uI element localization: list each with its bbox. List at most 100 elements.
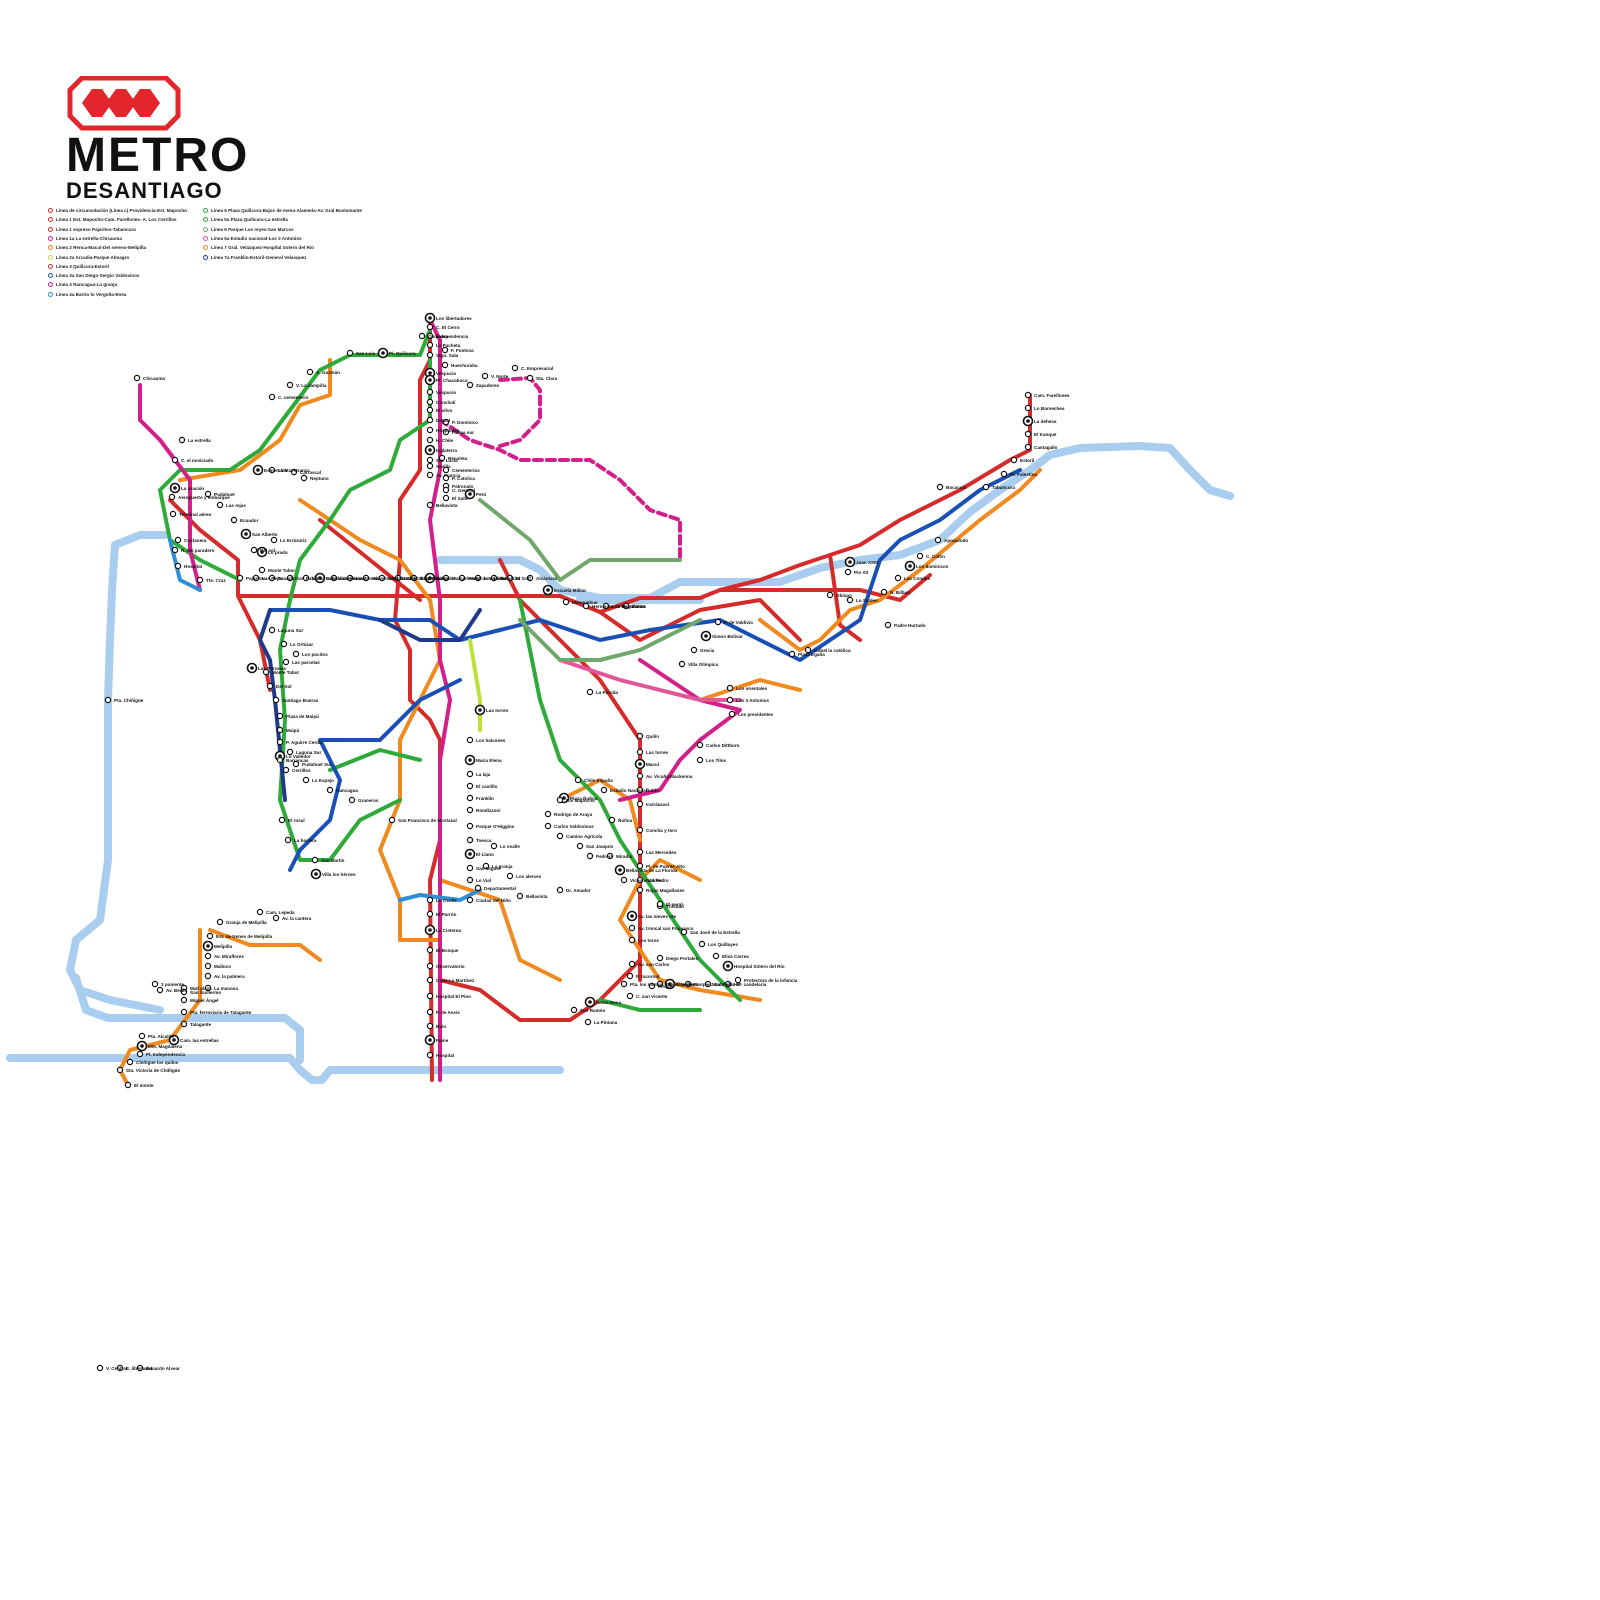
station-marker[interactable] [1001,471,1006,476]
station-marker[interactable] [267,683,272,688]
station-marker[interactable] [1025,405,1030,410]
station-marker[interactable] [134,375,139,380]
station-marker[interactable] [1025,444,1030,449]
station-marker[interactable] [152,981,157,986]
station-marker[interactable] [427,427,432,432]
station-marker[interactable] [347,350,352,355]
station-marker[interactable] [935,537,940,542]
station-marker[interactable] [172,457,177,462]
station-marker[interactable] [419,333,424,338]
station-marker[interactable] [467,897,472,902]
station-marker[interactable] [205,963,210,968]
station-marker[interactable] [277,727,282,732]
station-marker[interactable] [427,457,432,462]
station-marker[interactable] [217,502,222,507]
station-marker[interactable] [563,599,568,604]
station-marker[interactable] [293,651,298,656]
station-marker[interactable] [269,627,274,632]
station-marker[interactable] [427,342,432,347]
station-marker[interactable] [137,1051,142,1056]
station-marker[interactable] [609,817,614,822]
station-marker[interactable] [585,1019,590,1024]
station-marker[interactable] [443,487,448,492]
station-marker[interactable] [637,887,642,892]
station-marker[interactable] [312,857,317,862]
station-marker[interactable] [217,919,222,924]
station-marker[interactable] [307,369,312,374]
station-marker[interactable] [427,993,432,998]
station-marker[interactable] [427,502,432,507]
station-marker[interactable] [443,495,448,500]
station-marker[interactable] [427,324,432,329]
station-marker[interactable] [427,1023,432,1028]
station-marker[interactable] [273,697,278,702]
station-marker[interactable] [283,659,288,664]
station-marker[interactable] [175,537,180,542]
station-marker[interactable] [467,877,472,882]
station-marker[interactable] [251,547,256,552]
station-marker[interactable] [557,797,562,802]
station-marker[interactable] [127,1059,132,1064]
station-marker[interactable] [172,547,177,552]
station-marker[interactable] [467,737,472,742]
station-marker[interactable] [845,569,850,574]
station-marker[interactable] [283,767,288,772]
station-marker[interactable] [427,947,432,952]
station-marker[interactable] [621,877,626,882]
station-marker[interactable] [587,853,592,858]
station-marker[interactable] [273,915,278,920]
station-marker[interactable] [697,757,702,762]
station-marker[interactable] [727,697,732,702]
station-marker[interactable] [279,817,284,822]
station-marker[interactable] [277,757,282,762]
station-marker[interactable] [205,953,210,958]
station-marker[interactable] [467,807,472,812]
station-marker[interactable] [1025,392,1030,397]
station-marker[interactable] [637,733,642,738]
station-marker[interactable] [637,827,642,832]
station-marker[interactable] [517,893,522,898]
station-marker[interactable] [281,641,286,646]
station-marker[interactable] [205,973,210,978]
station-marker[interactable] [271,537,276,542]
station-marker[interactable] [169,494,174,499]
station-marker[interactable] [983,484,988,489]
station-marker[interactable] [179,437,184,442]
station-marker[interactable] [885,622,890,627]
station-marker[interactable] [237,575,242,580]
station-marker[interactable] [637,749,642,754]
station-marker[interactable] [117,1067,122,1072]
station-marker[interactable] [627,973,632,978]
station-marker[interactable] [629,961,634,966]
station-marker[interactable] [427,399,432,404]
station-marker[interactable] [327,787,332,792]
station-marker[interactable] [881,589,886,594]
station-marker[interactable] [482,373,487,378]
station-marker[interactable] [105,697,110,702]
station-marker[interactable] [847,597,852,602]
station-marker[interactable] [427,463,432,468]
station-marker[interactable] [467,783,472,788]
station-marker[interactable] [629,937,634,942]
station-marker[interactable] [789,651,794,656]
station-marker[interactable] [427,437,432,442]
station-marker[interactable] [545,823,550,828]
station-marker[interactable] [637,773,642,778]
station-marker[interactable] [467,865,472,870]
station-marker[interactable] [679,661,684,666]
station-marker[interactable] [577,843,582,848]
station-marker[interactable] [571,1007,576,1012]
station-marker[interactable] [427,352,432,357]
station-marker[interactable] [157,987,162,992]
station-marker[interactable] [287,382,292,387]
station-marker[interactable] [1025,431,1030,436]
station-marker[interactable] [601,787,606,792]
station-marker[interactable] [277,713,282,718]
station-marker[interactable] [389,817,394,822]
station-marker[interactable] [467,837,472,842]
station-marker[interactable] [303,777,308,782]
station-marker[interactable] [629,925,634,930]
station-marker[interactable] [527,375,532,380]
station-marker[interactable] [715,619,720,624]
station-marker[interactable] [467,795,472,800]
